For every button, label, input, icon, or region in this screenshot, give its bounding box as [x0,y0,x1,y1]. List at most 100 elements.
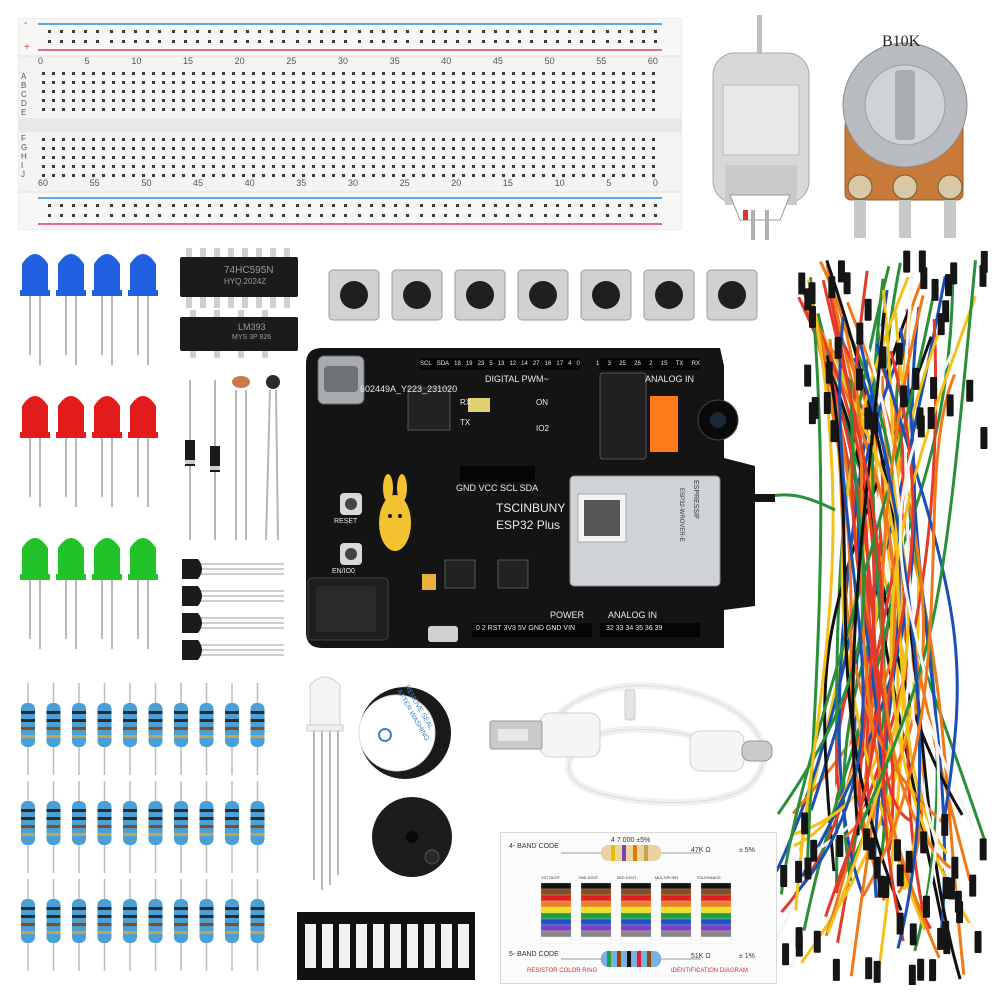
wire-connector [863,828,871,851]
breadboard-row-letters-top: A B C D E [21,72,31,117]
brand-label: TSCINBUNY [496,501,566,515]
row-letter: E [21,108,27,117]
pin-label: 13 [497,361,505,367]
wire-connector [873,856,881,879]
wire-connector [801,812,809,835]
row-letter: H [21,152,27,161]
esp32-board: 602449A_Y223_231020 DIGITAL PWM~ ANALOG … [300,348,760,653]
dc-motor [705,15,815,240]
col-number: 15 [502,178,513,188]
wire-connector [950,262,958,285]
rx-label: RX [460,398,472,407]
analog-header-top-label: ANALOG IN [645,374,695,384]
jumper-wire [776,379,866,815]
resistor [148,801,163,845]
bar-segment [322,924,333,968]
wire-connector [900,385,908,408]
wire-connector [843,272,851,295]
pin-label: SDA [436,361,450,367]
wire-connector [895,342,903,365]
wire-connector [946,394,954,417]
pin-label: 16 [544,361,552,367]
breadboard-row-letters-bottom: F G H I J [21,134,31,179]
pin-label: 4 [568,361,572,367]
band4-value: 47K Ω [691,847,711,854]
resistor [148,703,163,747]
band5-tolerance: ± 1% [739,953,755,960]
wire-connector [810,839,818,862]
wire-connector [916,407,924,430]
resistor [21,801,35,845]
jumper-wire [805,277,823,867]
led [94,396,120,434]
resistor [72,899,86,943]
bar-segment [390,924,401,968]
pin-label: 2 [649,361,653,367]
col-number: 40 [441,56,452,66]
wire-connector [780,865,788,888]
wire-connector [920,267,928,290]
pin-label: TX [675,361,684,367]
pin-label: 1 [596,361,600,367]
pin-label: 27 [532,361,540,367]
active-buzzer: REMOVE SEAL AFTER WASHING [355,683,455,783]
transistor [182,586,202,606]
transistor [182,640,202,660]
pin-label: 15 [660,361,668,367]
row-letter: G [21,143,28,152]
resistor-color-card: 4- BAND CODE 4 7 000 ±5% 47K Ω ± 5% 1ST … [500,832,777,984]
card-footer-left: RESISTOR COLOR RING [527,968,598,974]
wire-connector [912,367,920,390]
col-number: 50 [544,56,555,66]
bar-segment [407,924,418,968]
resistor [123,801,137,845]
ic-label: LM393 [238,322,266,332]
wire-connector [974,930,982,953]
resistor [174,801,188,845]
led [58,396,84,434]
wire-connector [969,874,977,897]
ic-sublabel: MYS 3P 826 [232,334,272,341]
bar-segment [339,924,350,968]
col-number: 25 [286,56,297,66]
col-number: 55 [89,178,100,188]
col-number: 35 [389,56,400,66]
resistor [46,703,61,747]
resistor [250,703,265,747]
jumper-wire [862,373,957,896]
col-number: 35 [296,178,307,188]
pin-label: 26 [634,361,641,367]
wire-connector [811,396,819,419]
card-footer-right: IDENTIFICATION DIAGRAM [671,968,748,974]
breadboard-top-numbers: 0 5 10 15 20 25 30 35 40 45 50 55 60 [38,56,658,68]
transistor-group [182,555,287,665]
wire-connector [856,322,864,345]
bar-segment [458,924,469,968]
band5-title: 5- BAND CODE [509,951,559,958]
col-number: 15 [182,56,193,66]
row-letter: C [21,90,27,99]
wire-connector [954,890,962,913]
pin-label: 25 [619,361,626,367]
potentiometer: B10K [830,25,980,240]
jumper-wire [843,260,977,865]
wire-connector [931,278,939,301]
wire-connector [905,850,913,873]
resistor [21,703,35,747]
wire-connector [951,856,959,879]
jumper-wire [825,355,903,911]
transistor [182,559,202,579]
col-number: 50 [141,178,152,188]
resistor [72,703,86,747]
wire-connector [804,364,812,387]
band4-example: 4 7 000 ±5% [611,837,651,844]
col-number: 10 [554,178,565,188]
jumper-wire [821,279,885,894]
usb-cable [480,675,790,815]
example-resistor-4band [601,845,661,861]
led [22,396,48,434]
wire-connector [917,958,925,981]
resistor [174,899,188,943]
wire-connector [825,361,833,384]
wire-connector [795,934,803,957]
